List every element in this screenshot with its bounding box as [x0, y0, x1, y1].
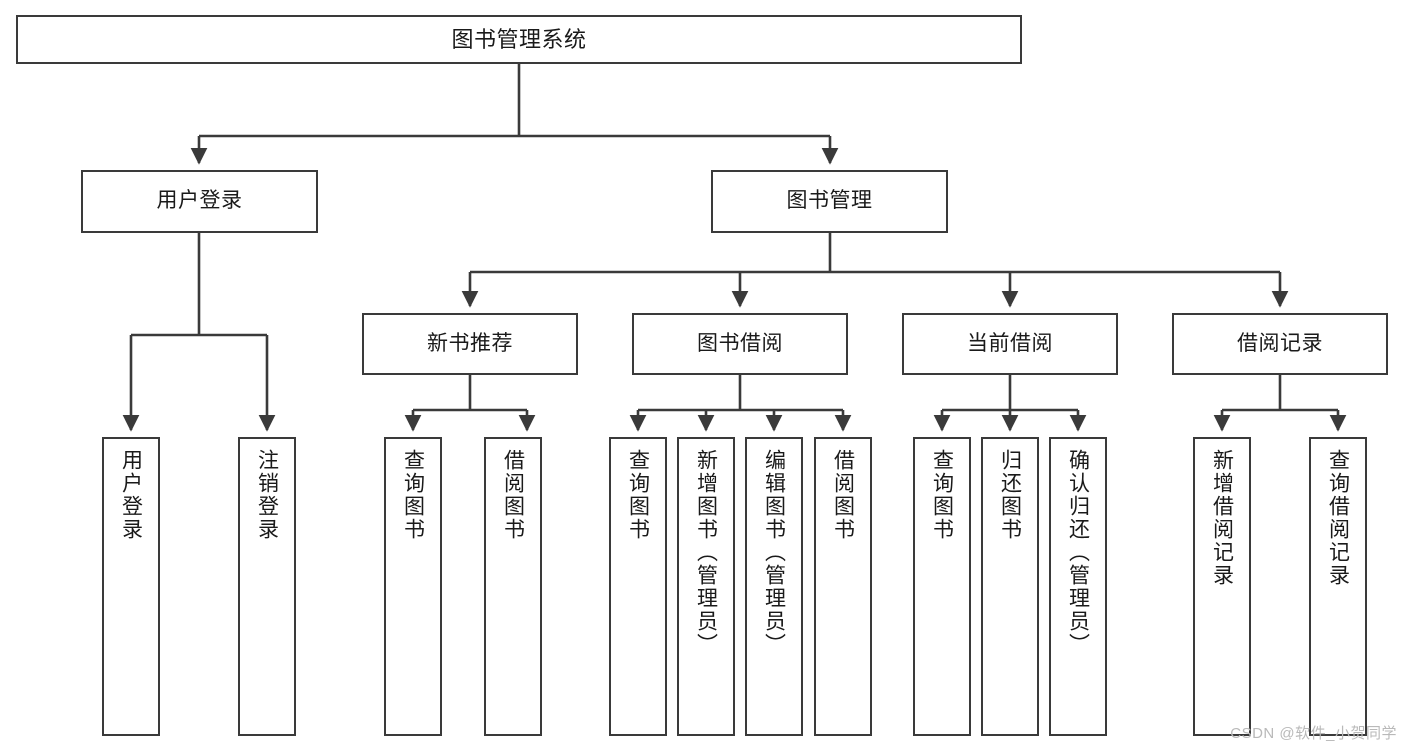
node-label: 图书借阅 — [697, 331, 783, 355]
node-label: 借阅记录 — [1237, 331, 1323, 355]
node-root-system[interactable]: 图书管理系统 — [16, 15, 1022, 64]
node-leaf-add-record[interactable]: 新增借阅记录 — [1193, 437, 1251, 736]
node-label: 查询图书 — [401, 449, 425, 541]
watermark-text: CSDN @软件_小贺同学 — [1230, 725, 1397, 742]
node-label: 查询图书 — [626, 449, 650, 541]
node-label: 归还图书 — [998, 449, 1022, 541]
node-label: 借阅图书 — [501, 449, 525, 541]
node-label: 注销登录 — [255, 449, 279, 541]
node-leaf-query-record[interactable]: 查询借阅记录 — [1309, 437, 1367, 736]
node-leaf-query-book-3[interactable]: 查询图书 — [913, 437, 971, 736]
node-label: 当前借阅 — [967, 331, 1053, 355]
node-label: 新增借阅记录 — [1210, 449, 1234, 587]
node-label: 用户登录 — [119, 449, 143, 541]
node-leaf-edit-book[interactable]: 编辑图书（管理员） — [745, 437, 803, 736]
node-leaf-return-book[interactable]: 归还图书 — [981, 437, 1039, 736]
node-current-borrow[interactable]: 当前借阅 — [902, 313, 1118, 375]
node-leaf-confirm-return[interactable]: 确认归还（管理员） — [1049, 437, 1107, 736]
node-book-manage[interactable]: 图书管理 — [711, 170, 948, 233]
node-label: 编辑图书（管理员） — [762, 449, 786, 656]
node-label: 新书推荐 — [427, 331, 513, 355]
node-leaf-borrow-book-2[interactable]: 借阅图书 — [814, 437, 872, 736]
node-book-borrow[interactable]: 图书借阅 — [632, 313, 848, 375]
node-label: 查询借阅记录 — [1326, 449, 1350, 587]
node-leaf-user-logout[interactable]: 注销登录 — [238, 437, 296, 736]
node-label: 确认归还（管理员） — [1066, 449, 1090, 656]
node-leaf-add-book[interactable]: 新增图书（管理员） — [677, 437, 735, 736]
node-borrow-record[interactable]: 借阅记录 — [1172, 313, 1388, 375]
node-label: 图书管理 — [786, 189, 873, 213]
node-user-login[interactable]: 用户登录 — [81, 170, 318, 233]
node-label: 用户登录 — [156, 189, 243, 213]
node-leaf-query-book-1[interactable]: 查询图书 — [384, 437, 442, 736]
node-label: 图书管理系统 — [451, 26, 587, 52]
node-leaf-user-login[interactable]: 用户登录 — [102, 437, 160, 736]
node-leaf-borrow-book-1[interactable]: 借阅图书 — [484, 437, 542, 736]
node-label: 查询图书 — [930, 449, 954, 541]
node-label: 新增图书（管理员） — [694, 449, 718, 656]
node-new-book-recommend[interactable]: 新书推荐 — [362, 313, 578, 375]
node-leaf-query-book-2[interactable]: 查询图书 — [609, 437, 667, 736]
node-label: 借阅图书 — [831, 449, 855, 541]
